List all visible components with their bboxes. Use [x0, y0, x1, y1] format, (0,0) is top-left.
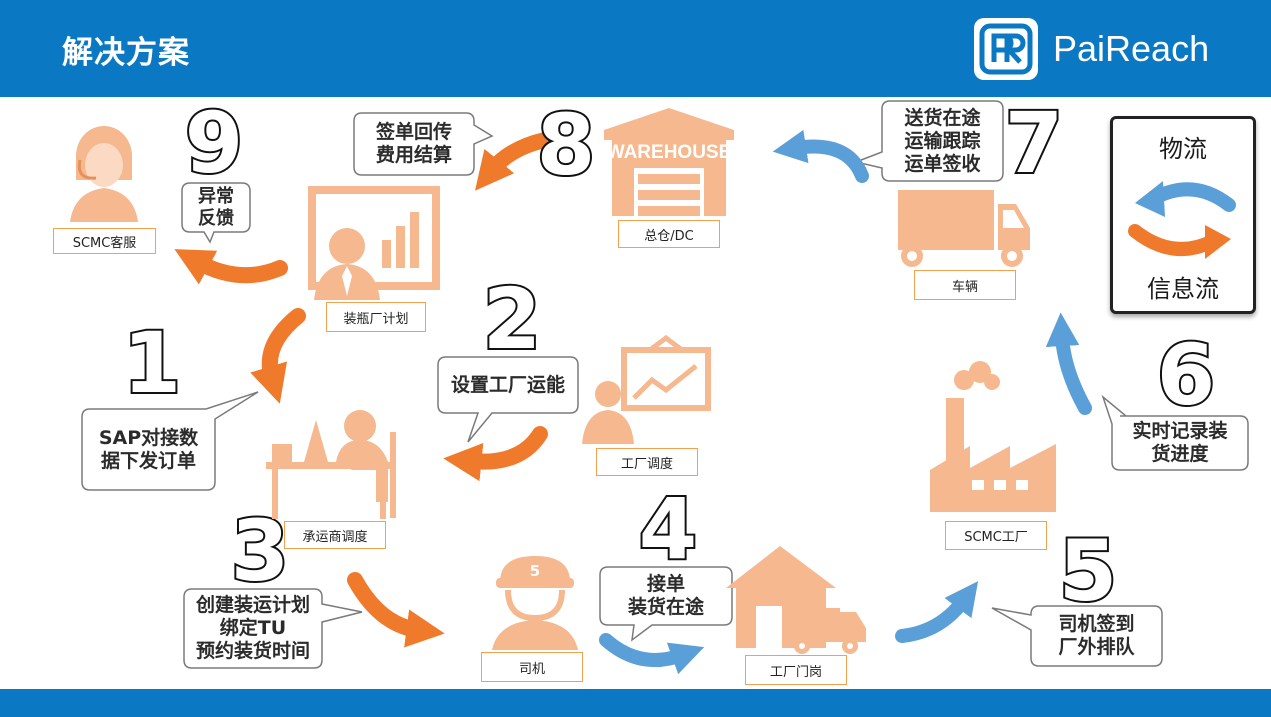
step-text-1: SAP对接数据下发订单: [98, 426, 199, 472]
bubble-shape-7: [853, 100, 1004, 182]
node-label-bottle-plant-plan: 装瓶厂计划: [326, 302, 426, 332]
info-arrow-1: [250, 308, 306, 404]
step-text-7: 送货在途运输跟踪运单签收: [904, 106, 981, 175]
info-arrow-3: [347, 572, 445, 648]
bubble-shape-4: [599, 566, 733, 642]
driver-icon: 5: [492, 556, 578, 650]
bubble-shape-1: [81, 391, 259, 491]
brand-name: PaiReach: [1053, 28, 1210, 69]
node-label-scmc-factory: SCMC工厂: [945, 521, 1047, 550]
step-text-5: 司机签到厂外排队: [1058, 613, 1135, 658]
factory-gate-icon: [726, 546, 866, 654]
step-text-2: 设置工厂运能: [450, 373, 565, 396]
node-label-factory-dispatch: 工厂调度: [596, 448, 698, 476]
node-label-vehicle: 车辆: [914, 270, 1016, 300]
step-text-4: 接单装货在途: [627, 573, 704, 618]
node-label-carrier-dispatch: 承运商调度: [284, 521, 386, 549]
legend-arrows: [1128, 181, 1236, 259]
scmc-factory-icon: [930, 361, 1056, 512]
bubble-shape-9: [181, 182, 251, 244]
step-number-9: 9: [185, 94, 243, 192]
step-number-5: 5: [1059, 522, 1117, 620]
step-text-9: 异常反馈: [198, 185, 234, 229]
node-label-driver: 司机: [481, 652, 583, 682]
carrier-dispatcher-icon: [266, 410, 396, 519]
factory-dispatcher-icon: [582, 334, 711, 444]
truck-icon: [898, 190, 1030, 267]
paireach-logo: [974, 18, 1038, 80]
logistics-arrow-6: [1045, 312, 1092, 415]
plant-planner-icon: [308, 186, 440, 300]
step-number-3: 3: [231, 502, 289, 600]
step-text-8: 签单回传费用结算: [375, 121, 452, 166]
flow-arrows: [174, 129, 1092, 675]
speech-bubbles: [81, 100, 1249, 669]
info-arrow-2: [443, 426, 548, 482]
legend-box: 物流 信息流: [1110, 116, 1256, 314]
customer-service-icon: [70, 126, 138, 222]
header-bar: [0, 0, 1271, 97]
info-arrow-9: [174, 249, 288, 285]
step-numbers: 1 2 3 4 5 6 7 8 9: [121, 92, 1217, 622]
step-number-2: 2: [483, 270, 541, 368]
bubble-shape-3: [183, 588, 363, 669]
step-number-4: 4: [639, 480, 697, 578]
node-label-hq-dc: 总仓/DC: [618, 220, 720, 248]
driver-cap-number: 5: [530, 562, 540, 580]
legend-logistics-label: 物流: [1159, 135, 1207, 163]
illustrations: WAREHOUSE: [70, 108, 1056, 654]
logistics-arrow-7: [772, 129, 869, 183]
step-number-1: 1: [123, 314, 181, 412]
info-arrow-8: [474, 132, 553, 191]
bubble-shape-5: [991, 605, 1163, 667]
step-number-7: 7: [1005, 94, 1063, 192]
paireach-logo-mark: [979, 23, 1033, 75]
footer-bar: [0, 689, 1271, 717]
bubble-shape-2: [437, 356, 579, 443]
bubble-shape-6: [1101, 394, 1249, 471]
legend-logistics-arrow: [1146, 182, 1236, 212]
logistics-arrow-5: [895, 581, 979, 643]
legend-info-label: 信息流: [1147, 275, 1219, 303]
node-label-scmc-service: SCMC客服: [53, 228, 156, 254]
logistics-arrow-4: [599, 633, 705, 675]
warehouse-icon: WAREHOUSE: [604, 108, 734, 216]
bubble-shape-8: [353, 112, 494, 176]
legend-info-arrow: [1128, 224, 1220, 256]
step-text-6: 实时记录装货进度: [1132, 420, 1228, 465]
step-number-6: 6: [1157, 326, 1215, 424]
node-label-factory-gate: 工厂门岗: [745, 655, 847, 685]
step-number-8: 8: [537, 96, 595, 194]
page-title: 解决方案: [62, 35, 190, 71]
warehouse-sign: WAREHOUSE: [607, 142, 732, 163]
